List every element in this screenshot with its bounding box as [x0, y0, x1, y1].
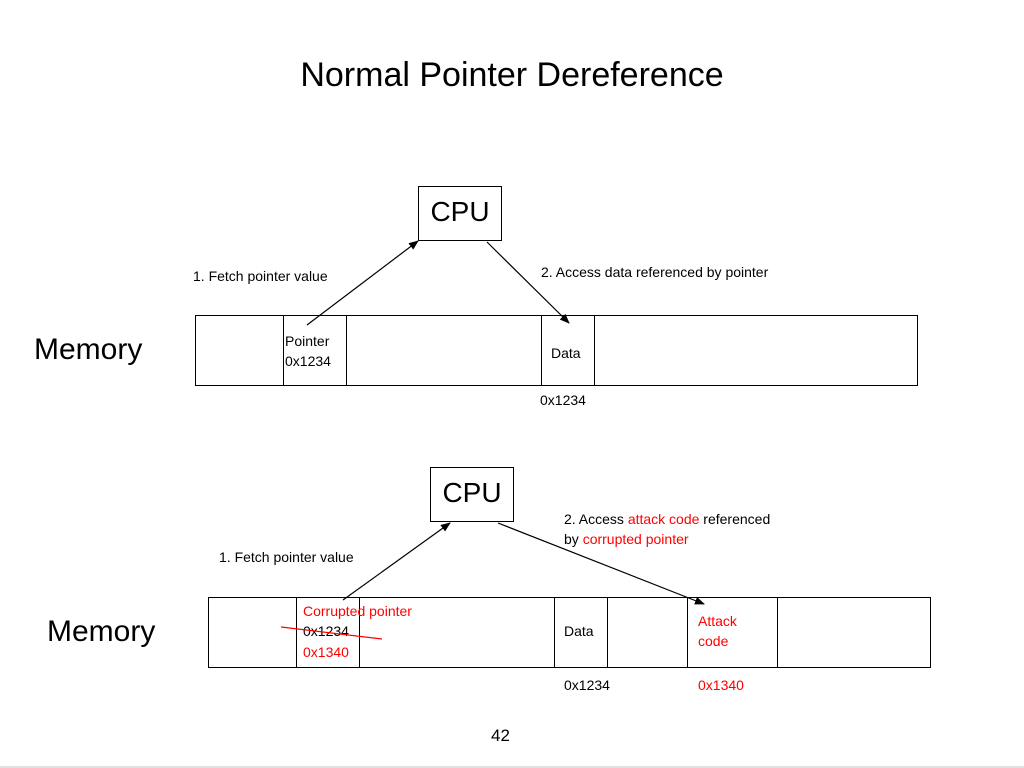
memory-strip-top: Pointer 0x1234 Data: [195, 315, 918, 386]
pointer-cell-label: Pointer: [285, 333, 330, 349]
step2-label-bottom-line2: by corrupted pointer: [564, 529, 689, 549]
cell-divider: [541, 316, 542, 385]
cpu-box-bottom: CPU: [430, 467, 514, 522]
cell-divider: [554, 598, 555, 667]
corrupted-pointer-label: Corrupted pointer: [303, 603, 412, 619]
cell-divider: [594, 316, 595, 385]
cell-divider: [346, 316, 347, 385]
memory-label-bottom: Memory: [47, 615, 156, 648]
data-address-top: 0x1234: [540, 392, 586, 408]
attack-code-highlight: attack code: [627, 511, 700, 527]
old-pointer-value: 0x1234: [303, 623, 349, 639]
access-arrow-top: [486, 241, 570, 324]
cpu-box-top: CPU: [418, 186, 502, 241]
memory-label-top: Memory: [34, 333, 143, 366]
corrupted-pointer-highlight: corrupted pointer: [582, 531, 689, 547]
cell-divider: [283, 316, 284, 385]
cpu-label-top: CPU: [430, 196, 490, 227]
step2-label-top: 2. Access data referenced by pointer: [541, 264, 769, 280]
cell-divider: [296, 598, 297, 667]
data-address-bottom: 0x1234: [564, 677, 610, 693]
step1-label-top: 1. Fetch pointer value: [193, 268, 328, 284]
step1-label-bottom: 1. Fetch pointer value: [219, 549, 354, 565]
data-cell-label: Data: [551, 345, 581, 361]
fetch-arrow-bottom: [342, 522, 451, 601]
attack-address-bottom: 0x1340: [698, 677, 744, 693]
cell-divider: [607, 598, 608, 667]
pointer-cell-value: 0x1234: [285, 353, 331, 369]
attack-cell-line1: Attack: [698, 613, 737, 629]
cell-divider: [687, 598, 688, 667]
cpu-label-bottom: CPU: [442, 477, 502, 508]
slide-title: Normal Pointer Dereference: [300, 56, 724, 94]
page-number: 42: [491, 726, 510, 745]
data-cell-label-bottom: Data: [564, 623, 594, 639]
step2-mid: referenced: [699, 511, 771, 527]
attack-cell-line2: code: [698, 633, 729, 649]
cell-divider: [777, 598, 778, 667]
step2-label-bottom-line1: 2. Access attack code referenced: [564, 509, 770, 529]
step2-line2-prefix: by: [564, 531, 583, 547]
new-pointer-value: 0x1340: [303, 644, 349, 660]
step2-prefix: 2. Access: [564, 511, 628, 527]
footer-divider: [0, 766, 1024, 768]
